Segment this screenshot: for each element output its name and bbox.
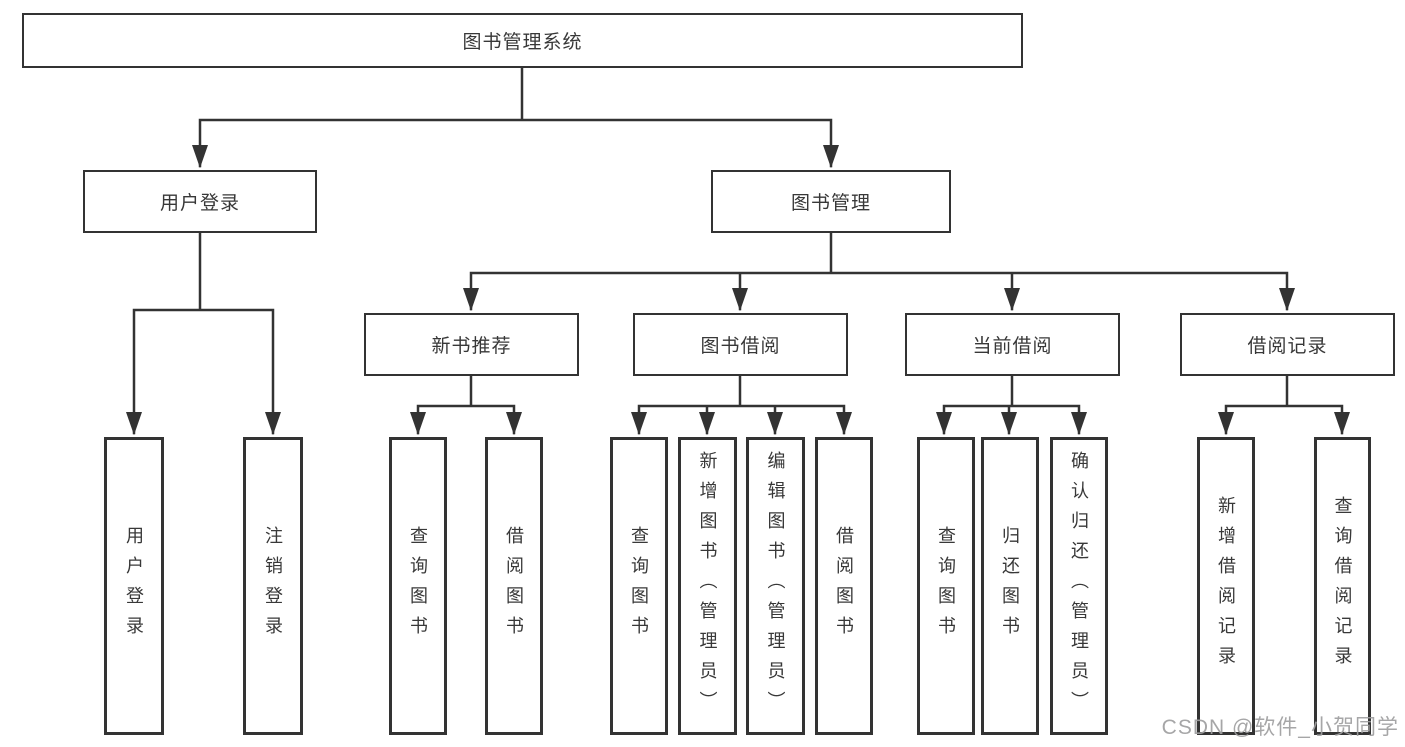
leaf-newbook-borrow-books: 借阅图书 [485, 437, 543, 735]
arrowhead [192, 145, 208, 168]
node-label: 借阅记录 [1247, 336, 1328, 357]
leaf-label: 确认归还（管理员） [1069, 451, 1089, 721]
leaf-label: 用户登录 [124, 526, 144, 646]
arrowhead [265, 412, 281, 435]
leaf-label: 注销登录 [263, 526, 283, 646]
arrowhead [126, 412, 142, 435]
arrowhead [1071, 412, 1087, 435]
connector-newbook-to-leaves [416, 374, 516, 435]
arrowhead [836, 412, 852, 435]
node-library-system: 图书管理系统 [22, 13, 1023, 68]
leaf-borrowing-edit-books-admin: 编辑图书（管理员） [746, 437, 805, 735]
leaf-newbook-query-books: 查询图书 [389, 437, 447, 735]
node-user-login: 用户登录 [83, 170, 317, 233]
arrowhead [463, 288, 479, 311]
leaf-logout: 注销登录 [243, 437, 303, 735]
leaf-label: 归还图书 [1000, 526, 1020, 646]
connector-userlogin-to-leaves [132, 231, 275, 435]
node-label: 用户登录 [159, 193, 240, 214]
csdn-watermark: CSDN @软件_小贺同学 [1161, 716, 1399, 739]
node-book-management: 图书管理 [711, 170, 951, 233]
connector-bookborrow-to-leaves [637, 374, 846, 435]
leaf-label: 新增图书（管理员） [697, 451, 718, 721]
leaf-borrowing-add-books-admin: 新增图书（管理员） [678, 437, 737, 735]
leaf-borrowing-query-books: 查询图书 [610, 437, 668, 735]
leaf-label: 借阅图书 [834, 526, 854, 646]
leaf-records-query-record: 查询借阅记录 [1314, 437, 1371, 735]
node-label: 图书管理 [790, 193, 871, 214]
arrowhead [631, 412, 647, 435]
node-book-borrowing: 图书借阅 [633, 313, 848, 376]
leaf-current-query-books: 查询图书 [917, 437, 975, 735]
leaf-label: 查询图书 [629, 526, 649, 646]
connector-root-to-level1 [198, 66, 833, 168]
leaf-label: 新增借阅记录 [1216, 496, 1236, 676]
leaf-current-confirm-return-admin: 确认归还（管理员） [1050, 437, 1108, 735]
leaf-label: 编辑图书（管理员） [765, 451, 786, 721]
leaf-label: 查询借阅记录 [1332, 496, 1353, 676]
node-borrow-records: 借阅记录 [1180, 313, 1395, 376]
leaf-current-return-books: 归还图书 [981, 437, 1039, 735]
leaf-borrowing-borrow-books: 借阅图书 [815, 437, 873, 735]
leaf-user-login: 用户登录 [104, 437, 164, 735]
arrowhead [936, 412, 952, 435]
node-label: 新书推荐 [431, 336, 512, 357]
arrowhead [506, 412, 522, 435]
leaf-label: 借阅图书 [504, 526, 524, 646]
leaf-label: 查询图书 [936, 526, 956, 646]
arrowhead [1334, 412, 1350, 435]
node-label: 图书借阅 [700, 336, 781, 357]
arrowhead [699, 412, 715, 435]
arrowhead [1004, 288, 1020, 311]
arrowhead [767, 412, 783, 435]
arrowhead [823, 145, 839, 168]
arrowhead-group [126, 145, 1350, 435]
node-new-book-recommend: 新书推荐 [364, 313, 579, 376]
connector-records-to-leaves [1224, 374, 1344, 435]
leaf-records-add-record: 新增借阅记录 [1197, 437, 1255, 735]
arrowhead [410, 412, 426, 435]
node-label: 图书管理系统 [462, 32, 583, 53]
arrowhead [1279, 288, 1295, 311]
leaf-label: 查询图书 [408, 526, 428, 646]
connector-bookmgmt-to-level2 [469, 231, 1289, 311]
arrowhead [1218, 412, 1234, 435]
node-current-borrowing: 当前借阅 [905, 313, 1120, 376]
node-label: 当前借阅 [972, 336, 1053, 357]
arrowhead [732, 288, 748, 311]
connector-path-group [132, 66, 1344, 435]
arrowhead [1001, 412, 1017, 435]
